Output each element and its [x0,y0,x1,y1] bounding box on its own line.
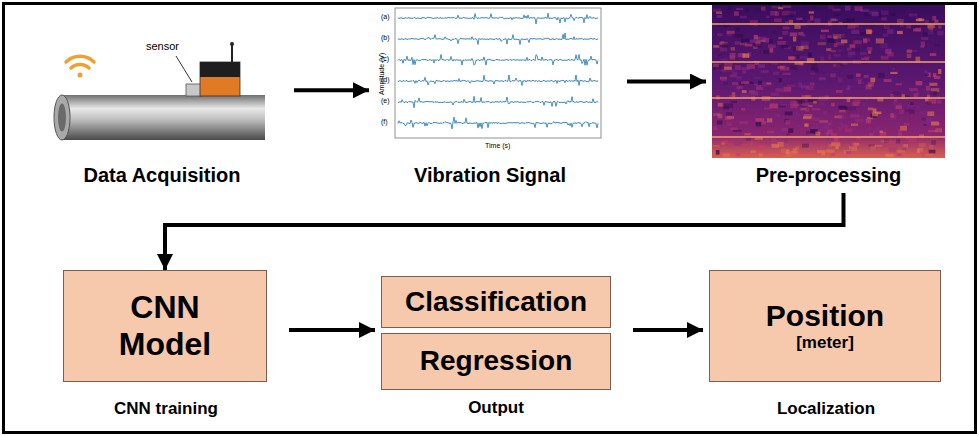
pipe [54,95,265,140]
axis-label: (a) [381,13,390,21]
process-box: CNN ModelCNN training [63,270,267,382]
box-label: Regression [420,345,573,377]
box-label: Classification [405,286,587,318]
box-label: [meter] [796,333,854,353]
output-box: Regression [381,333,611,390]
waveforms [397,13,599,129]
caption-text: Localization [650,399,979,419]
output-group: ClassificationRegressionOutput [381,276,611,392]
caption-text: Pre-processing [652,163,979,187]
axis-label: (b) [381,34,390,42]
spectrogram-lines [712,24,945,137]
axis-label: (f) [381,118,388,126]
plot-frame [395,8,601,138]
illustration-node: Vibration Signal [375,5,605,158]
result-box: Position[meter]Localization [709,270,941,382]
part-label: sensor [146,40,179,52]
caption-text: Data Acquisition [0,163,332,187]
spectrogram [712,5,945,158]
leader-line [176,56,192,82]
caption-text: Vibration Signal [315,163,665,187]
box-label: CNN Model [90,289,240,363]
output-box: Classification [381,276,611,328]
illustration-node: Pre-processing [712,5,945,158]
axis-label: Time (s) [485,142,510,150]
box-label: Position [766,299,884,334]
flow-arrow [627,80,706,84]
axis-label: (e) [381,97,390,105]
flow-arrow [294,88,369,92]
illustration-node: Data Acquisition [52,40,272,158]
sensor-device [186,42,240,96]
flow-arrow [165,193,844,270]
flow-arrow [633,328,703,332]
axis-label: Amplitude (V) [378,44,386,104]
caption-text: CNN training [4,399,328,419]
flow-arrow [289,328,375,332]
spectrogram-texture [712,6,943,158]
caption-text: Output [321,398,671,418]
wifi-icon [66,56,94,77]
